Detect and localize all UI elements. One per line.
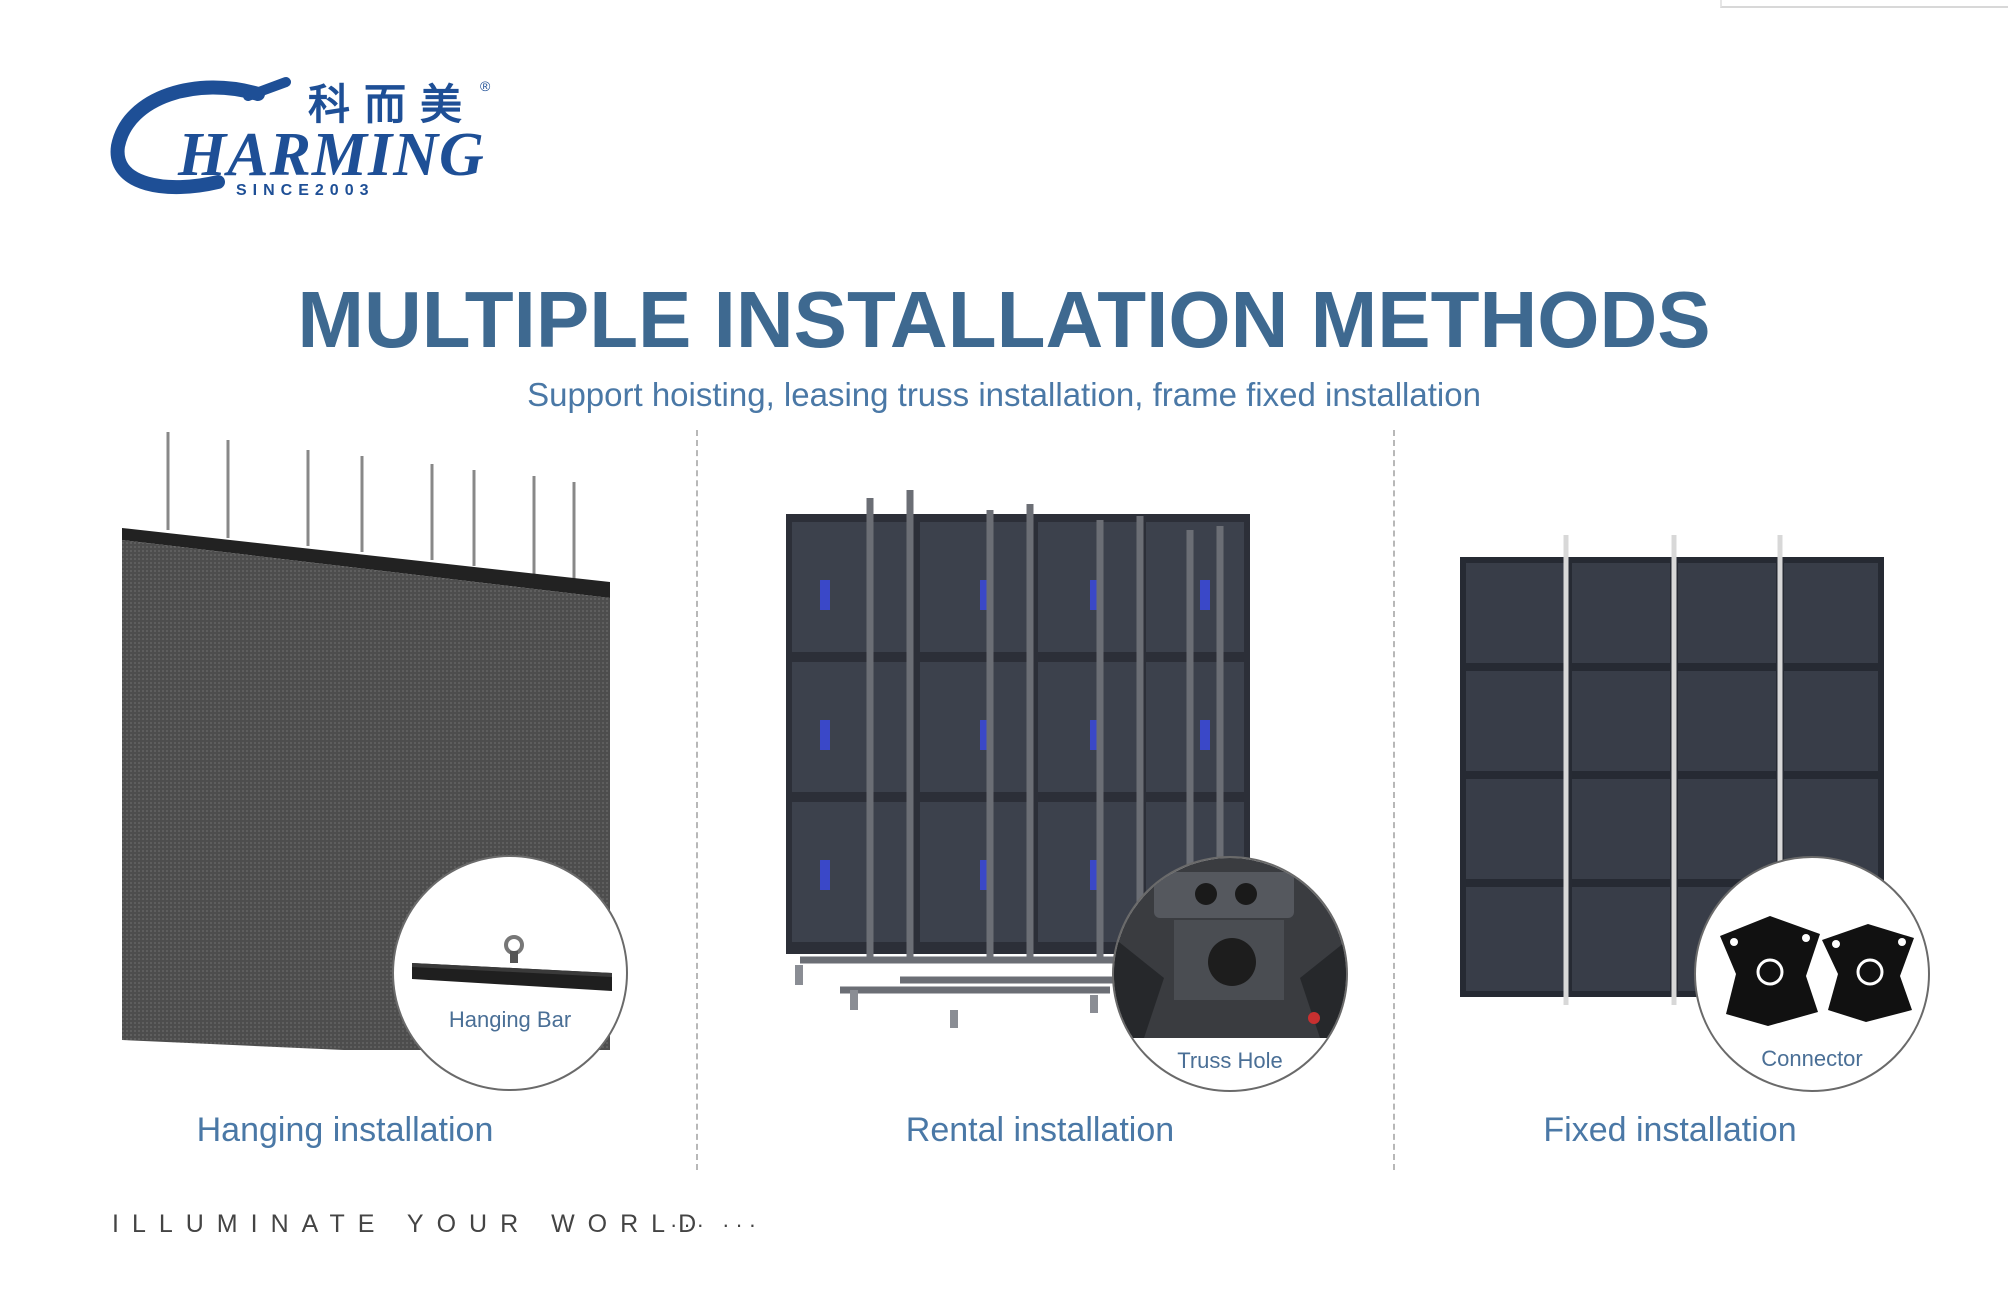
connector-plates-icon <box>1720 916 1914 1026</box>
hanging-bar-icon <box>412 935 612 991</box>
charming-logo: HARMING 科而美 ® SINCE2003 <box>108 76 508 206</box>
fixed-installation-label: Fixed installation <box>1543 1111 1797 1149</box>
page-subtitle: Support hoisting, leasing truss installa… <box>527 376 1481 413</box>
registered-mark: ® <box>480 78 491 94</box>
truss-hole-icon <box>1114 858 1346 1038</box>
page-title: MULTIPLE INSTALLATION METHODS <box>297 275 1711 364</box>
rental-installation-label: Rental installation <box>905 1111 1175 1149</box>
hanging-bar-detail: Hanging Bar <box>392 855 628 1091</box>
footer-tagline: ILLUMINATE YOUR WORLD <box>112 1210 710 1238</box>
truss-hole-detail: Truss Hole <box>1112 856 1348 1092</box>
logo-chinese-name: 科而美 <box>308 80 477 129</box>
divider-left <box>696 430 698 1170</box>
logo-since: SINCE2003 <box>236 182 375 199</box>
divider-right <box>1393 430 1395 1170</box>
connector-detail: Connector <box>1694 856 1930 1092</box>
logo-swoosh-icon <box>110 77 291 195</box>
footer-dots: ··· ··· <box>670 1212 763 1237</box>
corner-border <box>1720 0 2008 8</box>
hanging-installation-label: Hanging installation <box>196 1111 494 1149</box>
truss-hole-label: Truss Hole <box>1177 1048 1283 1073</box>
hanging-bar-label: Hanging Bar <box>448 1007 572 1032</box>
logo-wordmark: HARMING <box>178 121 485 189</box>
connector-label: Connector <box>1761 1046 1863 1071</box>
